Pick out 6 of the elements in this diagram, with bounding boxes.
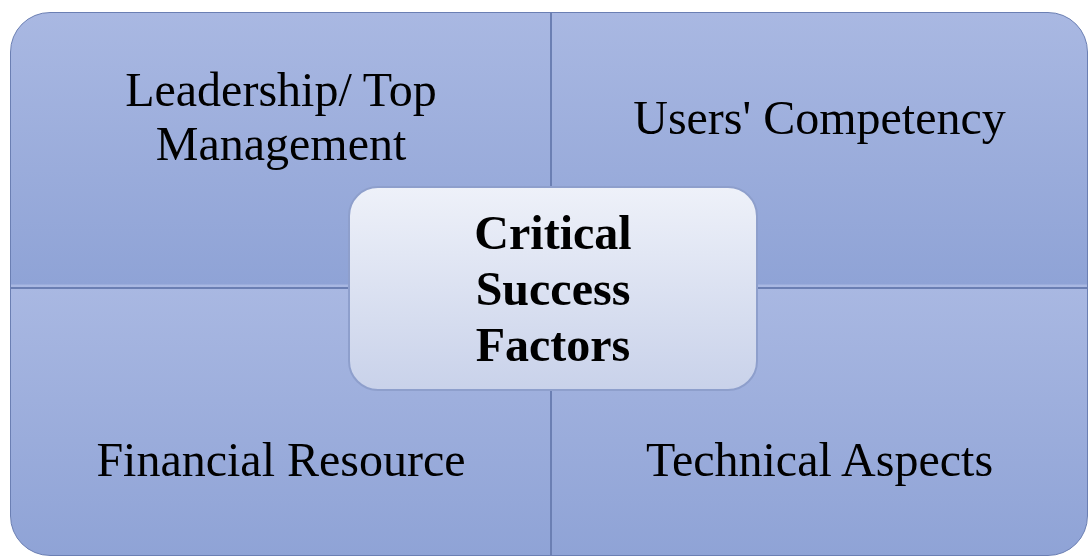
factor-label: Leadership/ Top Management xyxy=(124,63,438,171)
factor-label: Users' Competency xyxy=(632,91,1007,145)
center-title: Critical Success Factors xyxy=(473,204,633,373)
center-box xyxy=(348,186,758,391)
factor-label: Technical Aspects xyxy=(644,433,995,487)
factor-label: Financial Resource xyxy=(95,433,467,487)
